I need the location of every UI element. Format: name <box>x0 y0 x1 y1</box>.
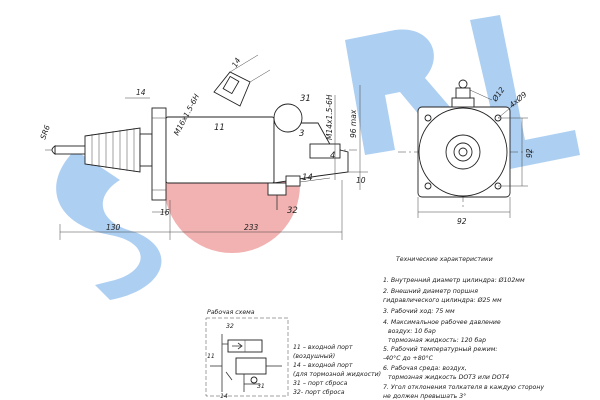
boot-collar <box>139 133 153 167</box>
callout-11: 11 <box>214 123 225 133</box>
legend-line: 14 – входной порт <box>293 362 353 369</box>
tech-line: -40°С до +80°С <box>383 354 434 362</box>
tech-line: 2. Внешний диаметр поршня <box>383 288 478 295</box>
dim-14-top: 14 <box>230 56 243 69</box>
dim-130: 130 <box>106 223 121 232</box>
dim-14-left: 14 <box>136 88 146 97</box>
mounting-flange <box>151 107 167 201</box>
schema-title: Рабочая схема <box>207 308 255 316</box>
legend-line: 31 – порт сброса <box>293 379 348 387</box>
bellows-boot <box>84 127 141 173</box>
bottom-port-32 <box>267 182 287 196</box>
tech-line: 7. Угол отклонения толкателя в каждую ст… <box>383 384 544 391</box>
callout-4: 4 <box>330 151 335 161</box>
schema-legend: 11 – входной порт (воздушный) 14 – входн… <box>293 344 381 396</box>
schema-piston <box>235 357 267 375</box>
tech-line: воздух: 10 бар <box>388 327 436 335</box>
front-view <box>398 79 535 210</box>
tech-line: гидравлического цилиндра: Ø25 мм <box>383 296 502 304</box>
schema-port-32: 32 <box>226 323 234 330</box>
callout-3: 3 <box>299 129 304 139</box>
tech-line: тормозная жидкость DOT3 или DOT4 <box>388 374 509 381</box>
dim-16: 16 <box>160 208 170 217</box>
front-top-valve <box>451 79 475 108</box>
mount-hole-tl <box>424 114 432 122</box>
legend-line: 32- порт сброса <box>293 388 345 396</box>
front-rod <box>458 147 468 157</box>
tech-line: тормозная жидкость: 120 бар <box>388 336 486 344</box>
working-scheme: Рабочая схема 32 11 31 14 <box>205 308 289 400</box>
tech-specs: Технические характеристики 1. Внутренний… <box>383 256 544 400</box>
legend-line: (воздушный) <box>293 353 335 360</box>
front-dimension-lines <box>417 89 528 218</box>
tech-title: Технические характеристики <box>396 256 493 263</box>
watermark-letter-s <box>56 150 162 300</box>
schema-relief <box>250 376 258 384</box>
dim-10: 10 <box>356 176 366 185</box>
schema-frame <box>205 317 289 397</box>
schema-port-31: 31 <box>257 383 265 390</box>
side-view <box>45 54 360 210</box>
callout-14: 14 <box>302 173 313 183</box>
side-dimension-lines <box>59 85 368 240</box>
tech-line: 5. Рабочий температурный режим: <box>383 345 498 353</box>
legend-line: 11 – входной порт <box>293 344 353 351</box>
tech-line: 6. Рабочая среда: воздух, <box>383 364 467 372</box>
hydraulic-connector <box>309 143 341 159</box>
bottom-port-14 <box>285 175 301 187</box>
legend-line: (для тормозной жидкости) <box>293 371 381 378</box>
tech-line: 4. Максимальное рабочее давление <box>383 318 501 326</box>
dim-96-max: 96 max <box>349 109 358 138</box>
push-rod <box>54 145 88 155</box>
dim-92-bottom: 92 <box>457 217 467 226</box>
dim-sr6: SR6 <box>38 124 52 141</box>
callout-31: 31 <box>300 94 311 104</box>
schema-port-14: 14 <box>220 393 228 400</box>
schema-port-11: 11 <box>207 353 215 360</box>
bellows-ribs <box>91 128 135 172</box>
dim-92-right: 92 <box>525 148 534 158</box>
callout-32: 32 <box>287 206 298 216</box>
tech-line: не должен превышать 3° <box>383 392 466 400</box>
tech-line: 1. Внутренний диаметр цилиндра: Ø102мм <box>383 276 525 284</box>
push-rod-tip <box>51 145 56 155</box>
air-inlet-11 <box>213 54 271 107</box>
tech-line: 3. Рабочий ход: 75 мм <box>383 307 455 315</box>
dim-233: 233 <box>244 223 259 232</box>
thread-m14: M14x1.5-6H <box>325 94 334 140</box>
exhaust-port-31 <box>273 103 303 133</box>
mount-hole-bl <box>424 182 432 190</box>
